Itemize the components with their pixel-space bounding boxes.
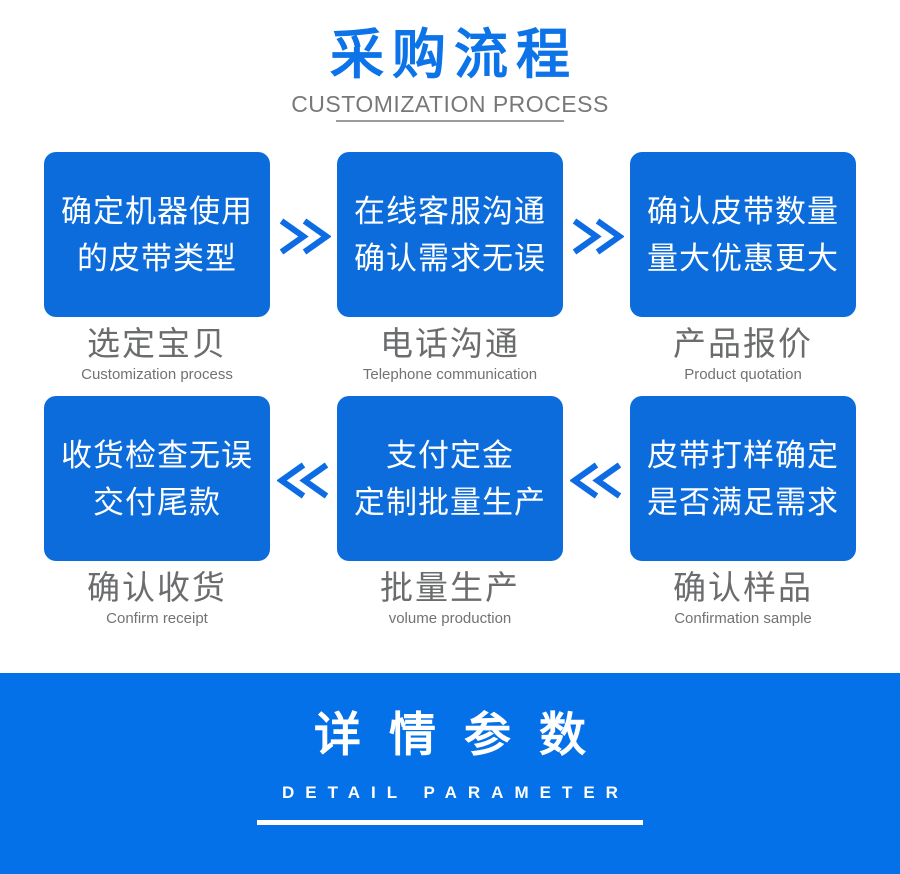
step-box-line: 收货检查无误 [61,437,253,473]
step-box-line: 确定机器使用 [61,193,253,229]
step-box: 确认皮带数量 量大优惠更大 [630,152,856,317]
step-caption-zh: 电话沟通 [380,324,520,363]
step-box: 在线客服沟通 确认需求无误 [337,152,563,317]
step-caption-en: Confirmation sample [674,610,812,627]
step-box-line: 交付尾款 [93,484,221,520]
step-box: 确定机器使用 的皮带类型 [44,152,270,317]
step-box-line: 支付定金 [386,437,514,473]
step-communicate: 在线客服沟通 确认需求无误 电话沟通 Telephone communicati… [337,152,563,384]
header: 采购流程 CUSTOMIZATION PROCESS [0,26,900,122]
page-title: 采购流程 [330,25,578,85]
step-confirm-receipt: 收货检查无误 交付尾款 确认收货 Confirm receipt [44,396,270,628]
double-chevron-right-icon [279,218,331,255]
detail-parameter-banner: 详情参数 DETAIL PARAMETER [0,673,900,874]
step-caption-zh: 产品报价 [673,324,813,363]
step-caption-en: Product quotation [684,366,802,383]
header-underline [336,120,564,122]
double-chevron-left-icon [276,462,328,499]
step-volume-production: 支付定金 定制批量生产 批量生产 volume production [337,396,563,628]
step-box: 皮带打样确定 是否满足需求 [630,396,856,561]
arrow-cell [563,152,630,255]
flow-row-1: 确定机器使用 的皮带类型 选定宝贝 Customization process … [44,152,856,384]
arrow-cell [563,396,630,499]
step-box-line: 在线客服沟通 [354,193,546,229]
step-box-line: 确认皮带数量 [647,193,839,229]
step-box: 收货检查无误 交付尾款 [44,396,270,561]
step-box-line: 确认需求无误 [354,240,546,276]
step-caption-en: volume production [388,610,512,627]
double-chevron-right-icon [572,218,624,255]
double-chevron-left-icon [569,462,621,499]
step-select-product: 确定机器使用 的皮带类型 选定宝贝 Customization process [44,152,270,384]
step-caption-en: Customization process [81,366,233,383]
step-caption-zh: 批量生产 [380,568,520,607]
step-quotation: 确认皮带数量 量大优惠更大 产品报价 Product quotation [630,152,856,384]
step-confirm-sample: 皮带打样确定 是否满足需求 确认样品 Confirmation sample [630,396,856,628]
step-box-line: 的皮带类型 [77,240,237,276]
step-caption-zh: 确认样品 [673,568,813,607]
step-caption-zh: 确认收货 [87,568,227,607]
step-box: 支付定金 定制批量生产 [337,396,563,561]
step-box-line: 量大优惠更大 [647,240,839,276]
step-caption-zh: 选定宝贝 [87,324,227,363]
flow-row-2: 收货检查无误 交付尾款 确认收货 Confirm receipt 支付定金 定制… [44,396,856,628]
banner-title: 详情参数 [314,708,614,761]
arrow-cell [270,396,337,499]
arrow-cell [270,152,337,255]
page-subtitle: CUSTOMIZATION PROCESS [291,91,609,117]
process-flow: 确定机器使用 的皮带类型 选定宝贝 Customization process … [44,152,856,628]
step-caption-en: Confirm receipt [106,610,208,627]
step-box-line: 是否满足需求 [647,484,839,520]
step-box-line: 皮带打样确定 [647,437,839,473]
banner-subtitle: DETAIL PARAMETER [282,783,629,802]
step-box-line: 定制批量生产 [354,484,546,520]
step-caption-en: Telephone communication [362,366,538,383]
banner-underline [257,820,643,825]
